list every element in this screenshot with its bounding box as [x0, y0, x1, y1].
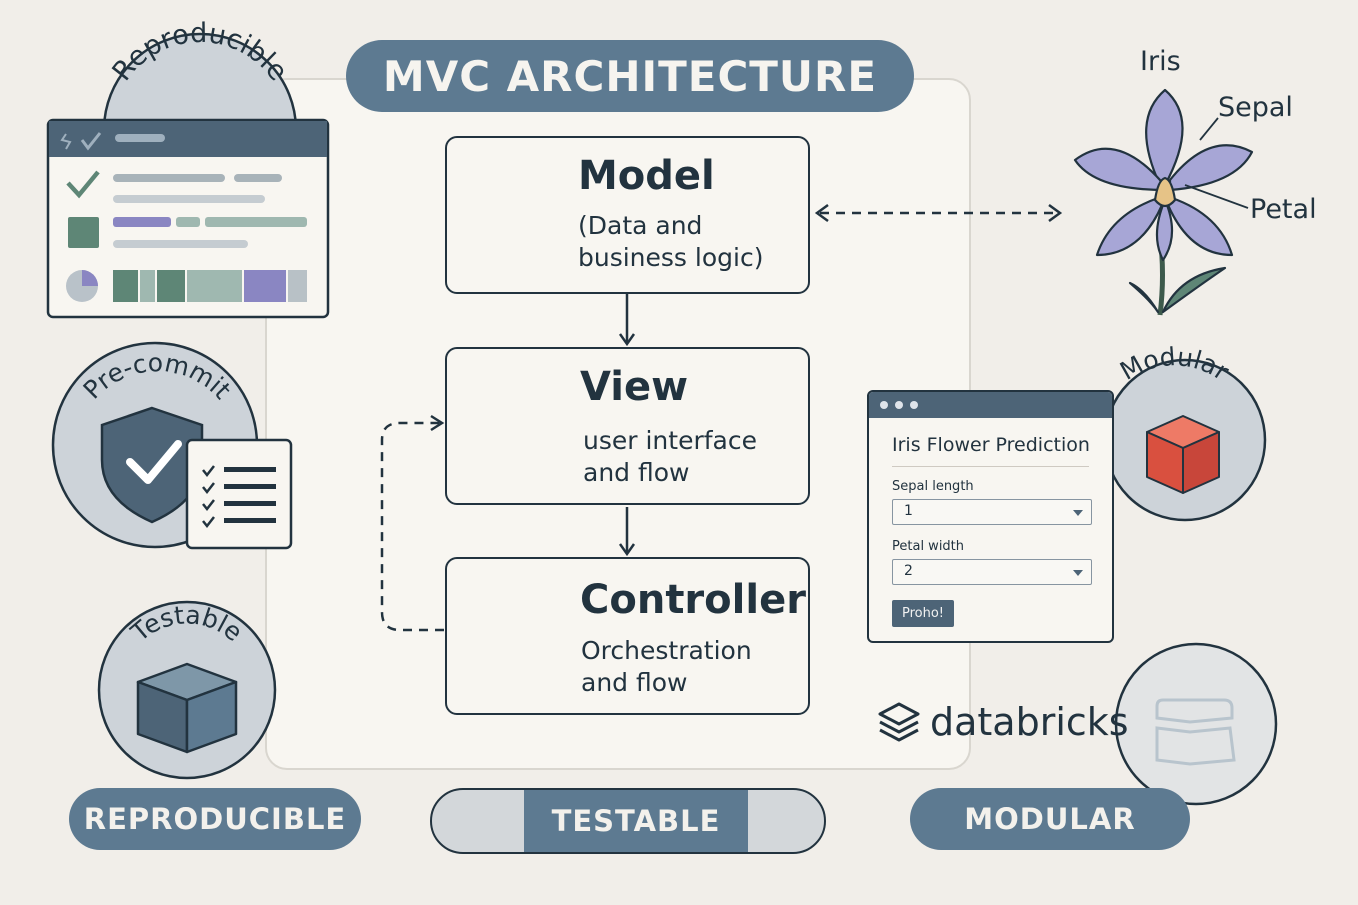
- iris-flower-illustration: [1073, 88, 1254, 316]
- petal-label: Petal: [1250, 194, 1317, 225]
- window-dot-icon: [880, 401, 888, 409]
- dashboard-window-icon: [46, 118, 330, 319]
- form-title: Iris Flower Prediction: [892, 434, 1090, 456]
- prediction-form-window: Iris Flower Prediction Sepal length 1 Pe…: [867, 390, 1114, 643]
- testable-pill: TESTABLE: [430, 788, 826, 854]
- controller-heading: Controller: [580, 577, 806, 623]
- reproducible-pill: REPRODUCIBLE: [69, 788, 361, 850]
- testable-pill-label: TESTABLE: [524, 790, 748, 852]
- view-heading: View: [580, 364, 689, 410]
- connectors: [380, 203, 1063, 632]
- controller-box: Controller Orchestration and flow: [445, 557, 810, 715]
- model-description: (Data and business logic): [578, 211, 764, 272]
- checklist-icon: [185, 438, 293, 550]
- iris-title: Iris: [1140, 46, 1181, 77]
- model-box: Model (Data and business logic): [445, 136, 810, 294]
- petal-width-value: 2: [904, 563, 913, 579]
- modular-pill: MODULAR: [910, 788, 1190, 850]
- petal-width-select[interactable]: 2: [892, 559, 1092, 585]
- window-dot-icon: [910, 401, 918, 409]
- model-heading: Model: [578, 153, 715, 199]
- form-divider: [892, 466, 1089, 467]
- window-title-bar: [869, 392, 1112, 418]
- sepal-length-value: 1: [904, 503, 913, 519]
- stack-outline-icon: [1155, 698, 1236, 766]
- iris-top-petal: [1145, 88, 1184, 187]
- view-box: View user interface and flow: [445, 347, 810, 505]
- chevron-down-icon: [1073, 570, 1083, 576]
- petal-width-label: Petal width: [892, 539, 965, 554]
- shield-check-icon: [126, 440, 182, 484]
- window-dot-icon: [895, 401, 903, 409]
- sepal-length-select[interactable]: 1: [892, 499, 1092, 525]
- databricks-wordmark: databricks: [930, 700, 1129, 744]
- chevron-down-icon: [1073, 510, 1083, 516]
- page-title: MVC ARCHITECTURE: [346, 40, 914, 112]
- view-description: user interface and flow: [583, 426, 757, 487]
- controller-description: Orchestration and flow: [581, 636, 752, 697]
- predict-button[interactable]: Proho!: [892, 600, 954, 627]
- red-cube-icon: [1146, 415, 1220, 494]
- sepal-length-label: Sepal length: [892, 479, 974, 494]
- databricks-logo-icon: [878, 702, 920, 742]
- controller-to-view-dashed-arrow: [380, 421, 444, 632]
- sepal-label: Sepal: [1218, 92, 1293, 123]
- cube-icon: [136, 662, 238, 754]
- placeholder-badge-circle: [1114, 642, 1278, 806]
